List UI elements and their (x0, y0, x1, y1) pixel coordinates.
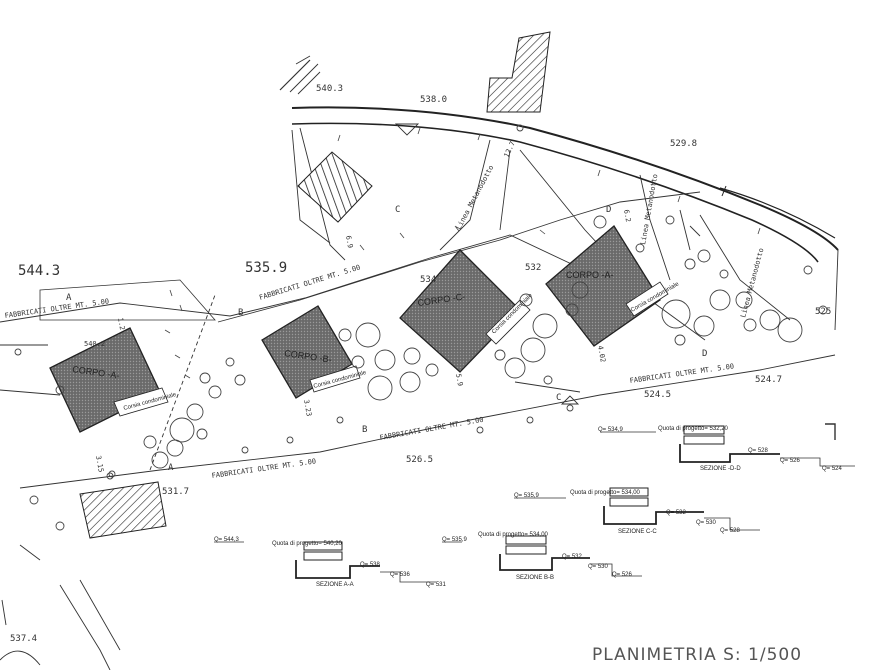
section-mark-b2: B (362, 425, 367, 435)
section-bb-name: SEZIONE B-B (516, 575, 554, 581)
hatched-area-bottom (79, 481, 167, 539)
dim-7: 6.9 (344, 235, 354, 249)
setback-5: FABBRICATI OLTRE MT. 5.00 (211, 457, 316, 480)
trees (14, 124, 828, 531)
dim-6: 6.2 (622, 209, 632, 223)
section-aa-lv2: Q= 536 (390, 572, 411, 578)
section-dd-lv1: Q= 528 (748, 448, 769, 454)
dim-5: 5.9 (454, 373, 464, 387)
section-c-c: Q= 535,9 Quota di progetto= 534,00 SEZIO… (514, 487, 760, 535)
hatched-area-top (486, 31, 551, 113)
section-b-b: Q= 535,9 Quota di progetto= 534,00 SEZIO… (442, 532, 642, 581)
section-mark-c1: C (395, 205, 400, 215)
elev-538-0: 538.0 (420, 95, 447, 105)
section-bb-lv3: Q= 526 (612, 572, 633, 578)
elev-535-9: 535.9 (245, 260, 287, 276)
elev-524-7: 524.7 (755, 375, 782, 385)
section-dd-name: SEZIONE -D-D (700, 466, 741, 472)
section-cc-name: SEZIONE C-C (618, 529, 657, 535)
section-bb-q: Q= 535,9 (442, 537, 468, 543)
section-cc-quota: Quota di progetto= 534,00 (570, 490, 641, 496)
section-dd-lv3: Q= 524 (822, 466, 843, 472)
section-dd-quota: Quota di progetto= 532,20 (658, 426, 729, 432)
setback-3: FABBRICATI OLTRE MT. 5.00 (629, 362, 734, 385)
dimension-labels: 3.15 1.2 3.23 4.02 5.9 6.2 6.9 12.7 (94, 140, 632, 473)
elev-532: 532 (525, 263, 541, 273)
elev-534: 534 (420, 275, 436, 285)
setback-1: FABBRICATI OLTRE MT. 5.00 (4, 297, 109, 320)
section-cc-lv1: Q= 532 (666, 510, 687, 516)
section-cc-q: Q= 535,9 (514, 493, 540, 499)
section-bb-quota: Quota di progetto= 534,00 (478, 532, 549, 538)
elev-529-8: 529.8 (670, 139, 697, 149)
elev-531-7: 531.7 (162, 487, 189, 497)
elev-524-5: 524.5 (644, 390, 671, 400)
section-mark-a2: A (168, 463, 174, 473)
section-dd-q: Q= 534,9 (598, 427, 624, 433)
hatched-area-left (297, 151, 373, 223)
elev-537-4: 537.4 (10, 634, 37, 644)
dim-2: 1.2 (116, 317, 126, 331)
elev-526-5: 526.5 (406, 455, 433, 465)
section-mark-c2: C (556, 393, 561, 403)
section-aa-lv3: Q= 531 (426, 582, 447, 588)
dim-8: 12.7 (503, 140, 517, 159)
section-mark-a1: A (66, 293, 72, 303)
building-c: CORPO -C- Corsia condominiale (399, 249, 534, 373)
site-symbols (295, 55, 701, 405)
dim-1: 3.15 (94, 455, 105, 473)
elev-525: 525 (815, 307, 831, 317)
building-d-label: CORPO -A- (566, 270, 614, 280)
section-aa-lv1: Q= 538 (360, 562, 381, 568)
elev-540-2: 540.2 (84, 340, 105, 348)
setback-4: FABBRICATI OLTRE MT. 5.00 (379, 416, 484, 442)
section-dd-lv2: Q= 526 (780, 458, 801, 464)
boundary-lines (0, 59, 839, 670)
dim-4: 4.02 (596, 345, 607, 363)
section-aa-q: Q= 544,3 (214, 537, 240, 543)
section-marks: A A B B C C D D (66, 205, 707, 473)
section-mark-d1: D (606, 205, 611, 215)
dim-3: 3.23 (302, 399, 313, 417)
elev-544-3: 544.3 (18, 263, 60, 279)
building-b: CORPO -B- Corsia condominiale (261, 305, 368, 399)
section-cc-lv2: Q= 530 (696, 520, 717, 526)
section-a-a: Q= 544,3 Quota di progetto= 540,20 SEZIO… (214, 537, 447, 588)
utility-line-1: Linea Metanodotto (455, 164, 496, 231)
elev-540-3: 540.3 (316, 84, 343, 94)
section-mark-b1: B (238, 308, 243, 318)
main-road (291, 106, 839, 263)
elevation-labels: 540.3 538.0 529.8 544.3 535.9 534 532 52… (10, 84, 831, 644)
section-cc-lv3: Q= 528 (720, 528, 741, 534)
building-d: CORPO -A- Corsia condominiale (545, 225, 681, 347)
section-bb-lv2: Q= 530 (588, 564, 609, 570)
building-a: CORPO -A- Corsia condominiale (49, 327, 178, 433)
section-aa-name: SEZIONE A-A (316, 582, 354, 588)
drawing-title: PLANIMETRIA S: 1/500 (592, 645, 802, 665)
section-d-d: Q= 534,9 Quota di progetto= 532,20 SEZIO… (598, 423, 855, 472)
section-aa-quota: Quota di progetto= 540,20 (272, 541, 343, 547)
section-bb-lv1: Q= 532 (562, 554, 583, 560)
section-mark-d2: D (702, 349, 707, 359)
